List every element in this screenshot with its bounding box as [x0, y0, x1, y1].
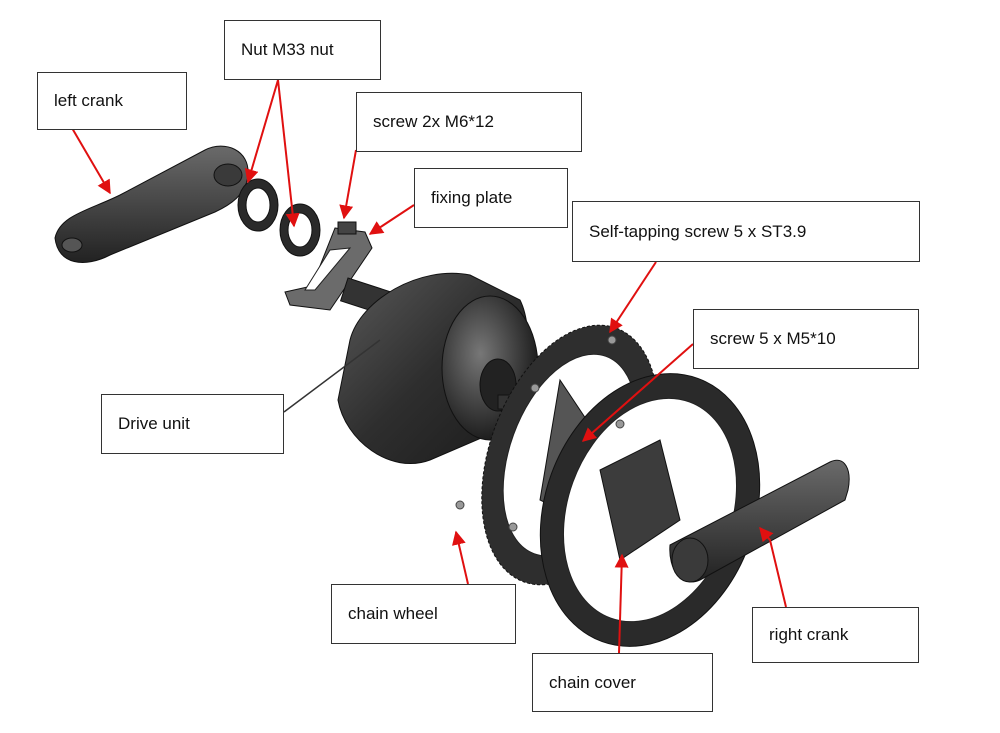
fixing-plate-part: [284, 221, 373, 311]
label-self-tapping-text: Self-tapping screw 5 x ST3.9: [589, 221, 807, 241]
label-drive-unit-text: Drive unit: [118, 414, 190, 433]
label-right-crank-text: right crank: [769, 625, 849, 644]
label-left-crank-text: left crank: [54, 91, 123, 110]
label-chain-cover-text: chain cover: [549, 672, 636, 692]
label-screw-m5: screw 5 x M5*10: [693, 309, 919, 369]
arrow-self-tapping: [609, 261, 657, 334]
left-crank-part: [54, 145, 249, 263]
arrow-right-crank: [759, 526, 787, 608]
label-screw-m6: screw 2x M6*12: [356, 92, 582, 152]
label-nut: Nut M33 nut: [224, 20, 381, 80]
arrow-chain-wheel: [452, 530, 469, 585]
arrow-chain-cover: [614, 553, 629, 654]
arrow-screw-m5: [581, 343, 694, 442]
label-right-crank: right crank: [752, 607, 919, 663]
label-chain-cover: chain cover: [532, 653, 713, 712]
arrow-left-crank: [71, 127, 111, 195]
label-screw-m5-text: screw 5 x M5*10: [710, 329, 836, 348]
arrow-screw-m6: [339, 149, 357, 220]
arrow-nut-1: [244, 79, 279, 184]
nut-part-2: [279, 203, 321, 257]
leader-drive-unit: [283, 339, 381, 413]
arrow-nut-2: [277, 79, 300, 228]
nut-part-1: [237, 178, 279, 232]
label-chain-wheel-text: chain wheel: [348, 604, 438, 623]
callout-arrows: [71, 79, 787, 654]
label-drive-unit: Drive unit: [101, 394, 284, 454]
label-fixing-plate: fixing plate: [414, 168, 568, 228]
label-fixing-plate-text: fixing plate: [431, 188, 513, 207]
screw-parts: [455, 335, 625, 532]
arrow-fixing-plate: [368, 204, 415, 235]
label-screw-m6-text: screw 2x M6*12: [373, 112, 494, 131]
label-chain-wheel: chain wheel: [331, 584, 516, 644]
label-self-tapping: Self-tapping screw 5 x ST3.9: [572, 201, 920, 262]
label-nut-text: Nut M33 nut: [241, 40, 334, 59]
label-left-crank: left crank: [37, 72, 187, 130]
right-crank-part: [669, 459, 850, 583]
